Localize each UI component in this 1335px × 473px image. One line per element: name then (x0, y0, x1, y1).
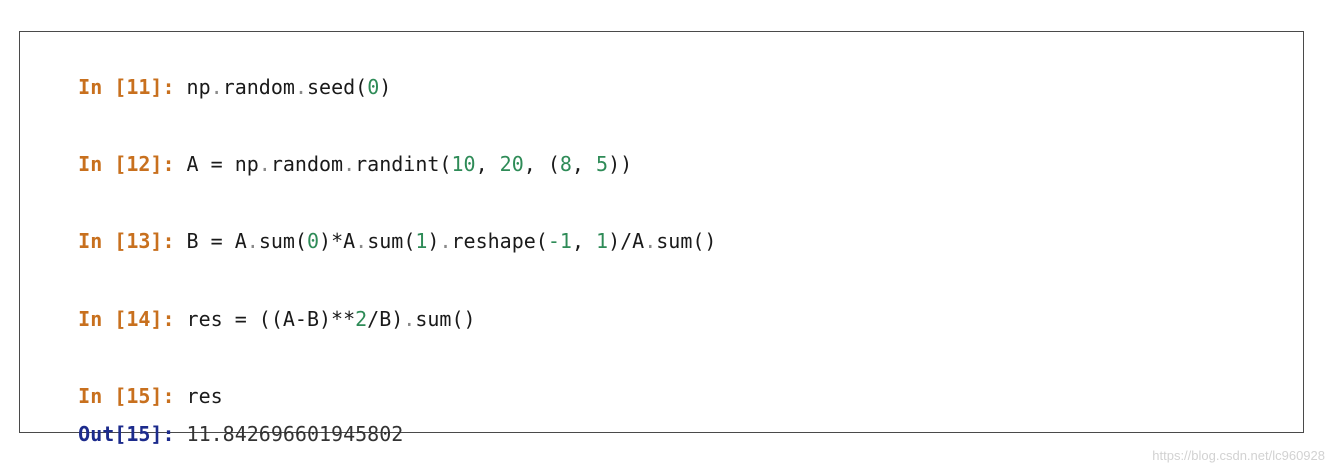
code-token: randint( (355, 152, 452, 176)
operator-token: . (644, 229, 657, 253)
number-token: 0 (306, 229, 320, 253)
watermark: https://blog.csdn.net/lc960928 (1152, 448, 1325, 463)
code-token: np (186, 75, 211, 99)
in-prompt: In [13]: (78, 229, 175, 253)
code-token: , (571, 152, 597, 176)
output-value: 11.842696601945802 (186, 422, 404, 446)
notebook-frame: In [11]: np.random.seed(0) In [12]: A = … (19, 31, 1304, 446)
out-prompt: Out[15]: (78, 422, 175, 446)
code-token: B = A (186, 229, 247, 253)
code-token: , ( (523, 152, 560, 176)
code-token: sum() (415, 307, 476, 331)
number-token: 1 (415, 229, 428, 253)
code-token: A = np (186, 152, 259, 176)
number-token: 2 (355, 307, 368, 331)
number-token: 0 (367, 75, 380, 99)
code-token: , (475, 152, 500, 176)
operator-token: . (439, 229, 452, 253)
number-token: 1 (596, 229, 609, 253)
code-token: sum() (656, 229, 717, 253)
code-token: seed( (306, 75, 368, 99)
code-input[interactable]: B = A.sum(0)*A.sum(1).reshape(-1, 1)/A.s… (187, 229, 717, 253)
code-input[interactable]: np.random.seed(0) (187, 75, 392, 99)
code-cell-11[interactable]: In [11]: np.random.seed(0) (30, 48, 391, 99)
operator-token: . (258, 152, 271, 176)
code-token: ) (427, 229, 440, 253)
code-token: res (186, 384, 223, 408)
operator-token: . (403, 307, 416, 331)
code-token: /B) (367, 307, 404, 331)
code-token: sum( (258, 229, 307, 253)
code-token: ) (379, 75, 392, 99)
number-token: 5 (596, 152, 609, 176)
code-cell-15[interactable]: In [15]: res (30, 357, 223, 408)
code-token: )*A (319, 229, 356, 253)
code-cell-13[interactable]: In [13]: B = A.sum(0)*A.sum(1).reshape(-… (30, 202, 716, 253)
code-token: random (222, 75, 295, 99)
code-token: )/A (608, 229, 645, 253)
in-prompt: In [12]: (78, 152, 175, 176)
number-token: -1 (547, 229, 572, 253)
code-token: random (270, 152, 344, 176)
operator-token: . (343, 152, 356, 176)
in-prompt: In [14]: (78, 307, 175, 331)
operator-token: . (294, 75, 307, 99)
number-token: 8 (559, 152, 572, 176)
code-input[interactable]: res = ((A-B)**2/B).sum() (187, 307, 476, 331)
code-cell-12[interactable]: In [12]: A = np.random.randint(10, 20, (… (30, 125, 632, 176)
code-input[interactable]: A = np.random.randint(10, 20, (8, 5)) (187, 152, 633, 176)
in-prompt: In [11]: (78, 75, 175, 99)
code-token: reshape( (451, 229, 548, 253)
output-cell-15: Out[15]: 11.842696601945802 (30, 395, 403, 446)
code-token: sum( (367, 229, 416, 253)
operator-token: . (210, 75, 223, 99)
code-cell-14[interactable]: In [14]: res = ((A-B)**2/B).sum() (30, 280, 475, 331)
number-token: 10 (451, 152, 476, 176)
code-token: )) (608, 152, 633, 176)
code-token: res = ((A-B)** (186, 307, 356, 331)
operator-token: . (355, 229, 368, 253)
operator-token: . (246, 229, 259, 253)
number-token: 20 (499, 152, 524, 176)
code-input[interactable]: res (187, 384, 223, 408)
code-token: , (571, 229, 597, 253)
in-prompt: In [15]: (78, 384, 175, 408)
